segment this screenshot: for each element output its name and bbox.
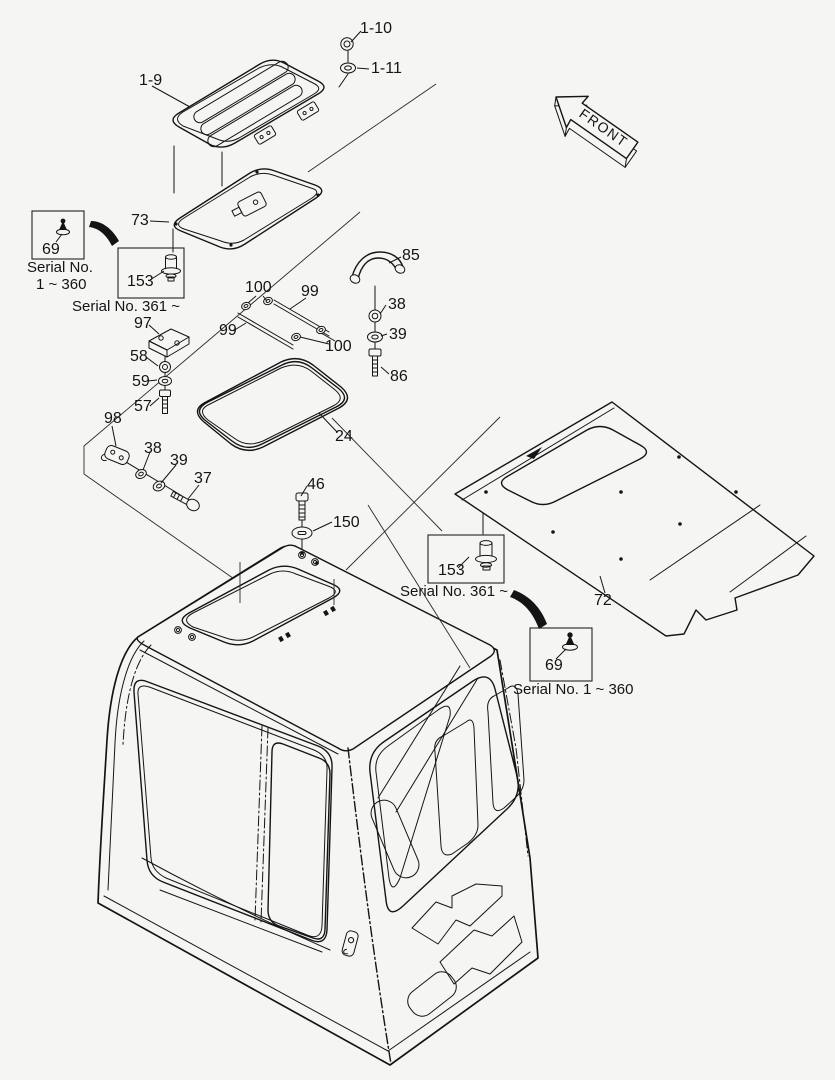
callout-boxes xyxy=(31,210,593,682)
part-label-99-left: 99 xyxy=(219,322,237,339)
cover-hinge xyxy=(253,125,277,145)
nut-icon xyxy=(135,469,147,479)
part-label-57: 57 xyxy=(134,398,152,415)
door-window xyxy=(267,742,331,940)
plug-icon xyxy=(475,540,497,571)
handle-icon xyxy=(351,251,404,280)
callout-box-153-left xyxy=(117,247,185,299)
part-label-72: 72 xyxy=(594,592,612,609)
handle-85 xyxy=(349,251,406,284)
grommet-icon xyxy=(241,301,251,311)
panel-skylight-opening xyxy=(500,425,648,506)
washer-icon xyxy=(340,62,356,74)
part-label-86: 86 xyxy=(390,368,408,385)
callout-caption-serial-361-right: Serial No. 361 ~ xyxy=(400,583,508,600)
callout-caption-serial-left-line2: 1 ~ 360 xyxy=(36,276,87,293)
part-label-73: 73 xyxy=(131,212,149,229)
support-rods xyxy=(237,296,330,350)
washer-icon xyxy=(367,331,383,343)
bolt-icon xyxy=(170,490,200,512)
cover-hinge xyxy=(296,101,320,121)
part-label-97: 97 xyxy=(134,315,152,332)
callout-caption-serial-361-left: Serial No. 361 ~ xyxy=(72,298,180,315)
part-label-85: 85 xyxy=(402,247,420,264)
part-label-100-bottom: 100 xyxy=(325,338,352,355)
part-label-153-left: 153 xyxy=(127,273,154,290)
part-label-38-left: 38 xyxy=(144,440,162,457)
part-label-69-left: 69 xyxy=(42,241,60,258)
grommet-icon xyxy=(291,332,301,342)
nut-icon xyxy=(159,361,171,373)
panel-hole-dots xyxy=(484,455,738,561)
door-pillar xyxy=(347,747,392,1065)
part-label-100-top: 100 xyxy=(245,279,272,296)
door-handle xyxy=(341,930,359,957)
part-label-69-right: 69 xyxy=(545,657,563,674)
part-label-153-right: 153 xyxy=(438,562,465,579)
washer-icon xyxy=(152,480,166,492)
callout-caption-serial-left-line1: Serial No. xyxy=(27,259,93,276)
part-label-150: 150 xyxy=(333,514,360,531)
callout-box-153-right xyxy=(427,534,505,584)
part-label-24: 24 xyxy=(335,428,353,445)
part-label-59: 59 xyxy=(132,373,150,390)
washer-icon xyxy=(291,526,313,540)
clip-icon xyxy=(56,218,70,236)
nut-icon xyxy=(368,309,382,323)
hatch-frame-73 xyxy=(173,168,323,250)
part-label-1-10: 1-10 xyxy=(360,20,393,37)
rear-mount-brackets xyxy=(407,883,523,1017)
part-label-37: 37 xyxy=(194,470,212,487)
part-label-1-11: 1-11 xyxy=(371,60,402,77)
skylight-seal-24 xyxy=(196,357,349,452)
hatch-latch xyxy=(231,191,267,217)
washer-icon xyxy=(158,376,172,386)
nut-icon xyxy=(340,37,354,51)
hatch-cover-1-9 xyxy=(172,59,325,148)
leader-lines xyxy=(55,30,606,660)
roof-panel-72 xyxy=(454,401,815,637)
front-arrow-icon xyxy=(554,95,639,168)
windshield xyxy=(133,679,333,943)
serial-change-arrow-right xyxy=(510,590,547,629)
cab-roof-face xyxy=(136,544,495,752)
bolt-icon xyxy=(368,348,382,377)
hook-98-icon xyxy=(100,445,130,465)
projection-guide-lines-over xyxy=(239,416,501,669)
part-label-39-left: 39 xyxy=(170,452,188,469)
side-windows xyxy=(369,665,525,913)
clip-icon xyxy=(562,632,578,651)
bolt-icon xyxy=(159,389,171,414)
part-label-46: 46 xyxy=(307,476,325,493)
callout-box-69-right xyxy=(529,627,593,682)
serial-change-arrow-left xyxy=(89,221,119,246)
callout-caption-serial-right: Serial No. 1 ~ 360 xyxy=(513,681,634,698)
fasteners xyxy=(100,37,383,565)
roof-skylight-opening xyxy=(181,565,341,646)
roof-nut-icons xyxy=(174,551,336,643)
callout-box-69-left xyxy=(31,210,85,260)
bracket-97-icon xyxy=(148,328,190,358)
part-label-1-9: 1-9 xyxy=(139,72,163,89)
part-label-39-right: 39 xyxy=(389,326,407,343)
part-label-38-right: 38 xyxy=(388,296,406,313)
part-label-98: 98 xyxy=(104,410,122,427)
part-label-58: 58 xyxy=(130,348,148,365)
cab-drawing xyxy=(97,544,539,1066)
bolt-icon xyxy=(295,492,309,521)
plug-icon xyxy=(161,254,181,282)
part-label-99-top: 99 xyxy=(301,283,319,300)
